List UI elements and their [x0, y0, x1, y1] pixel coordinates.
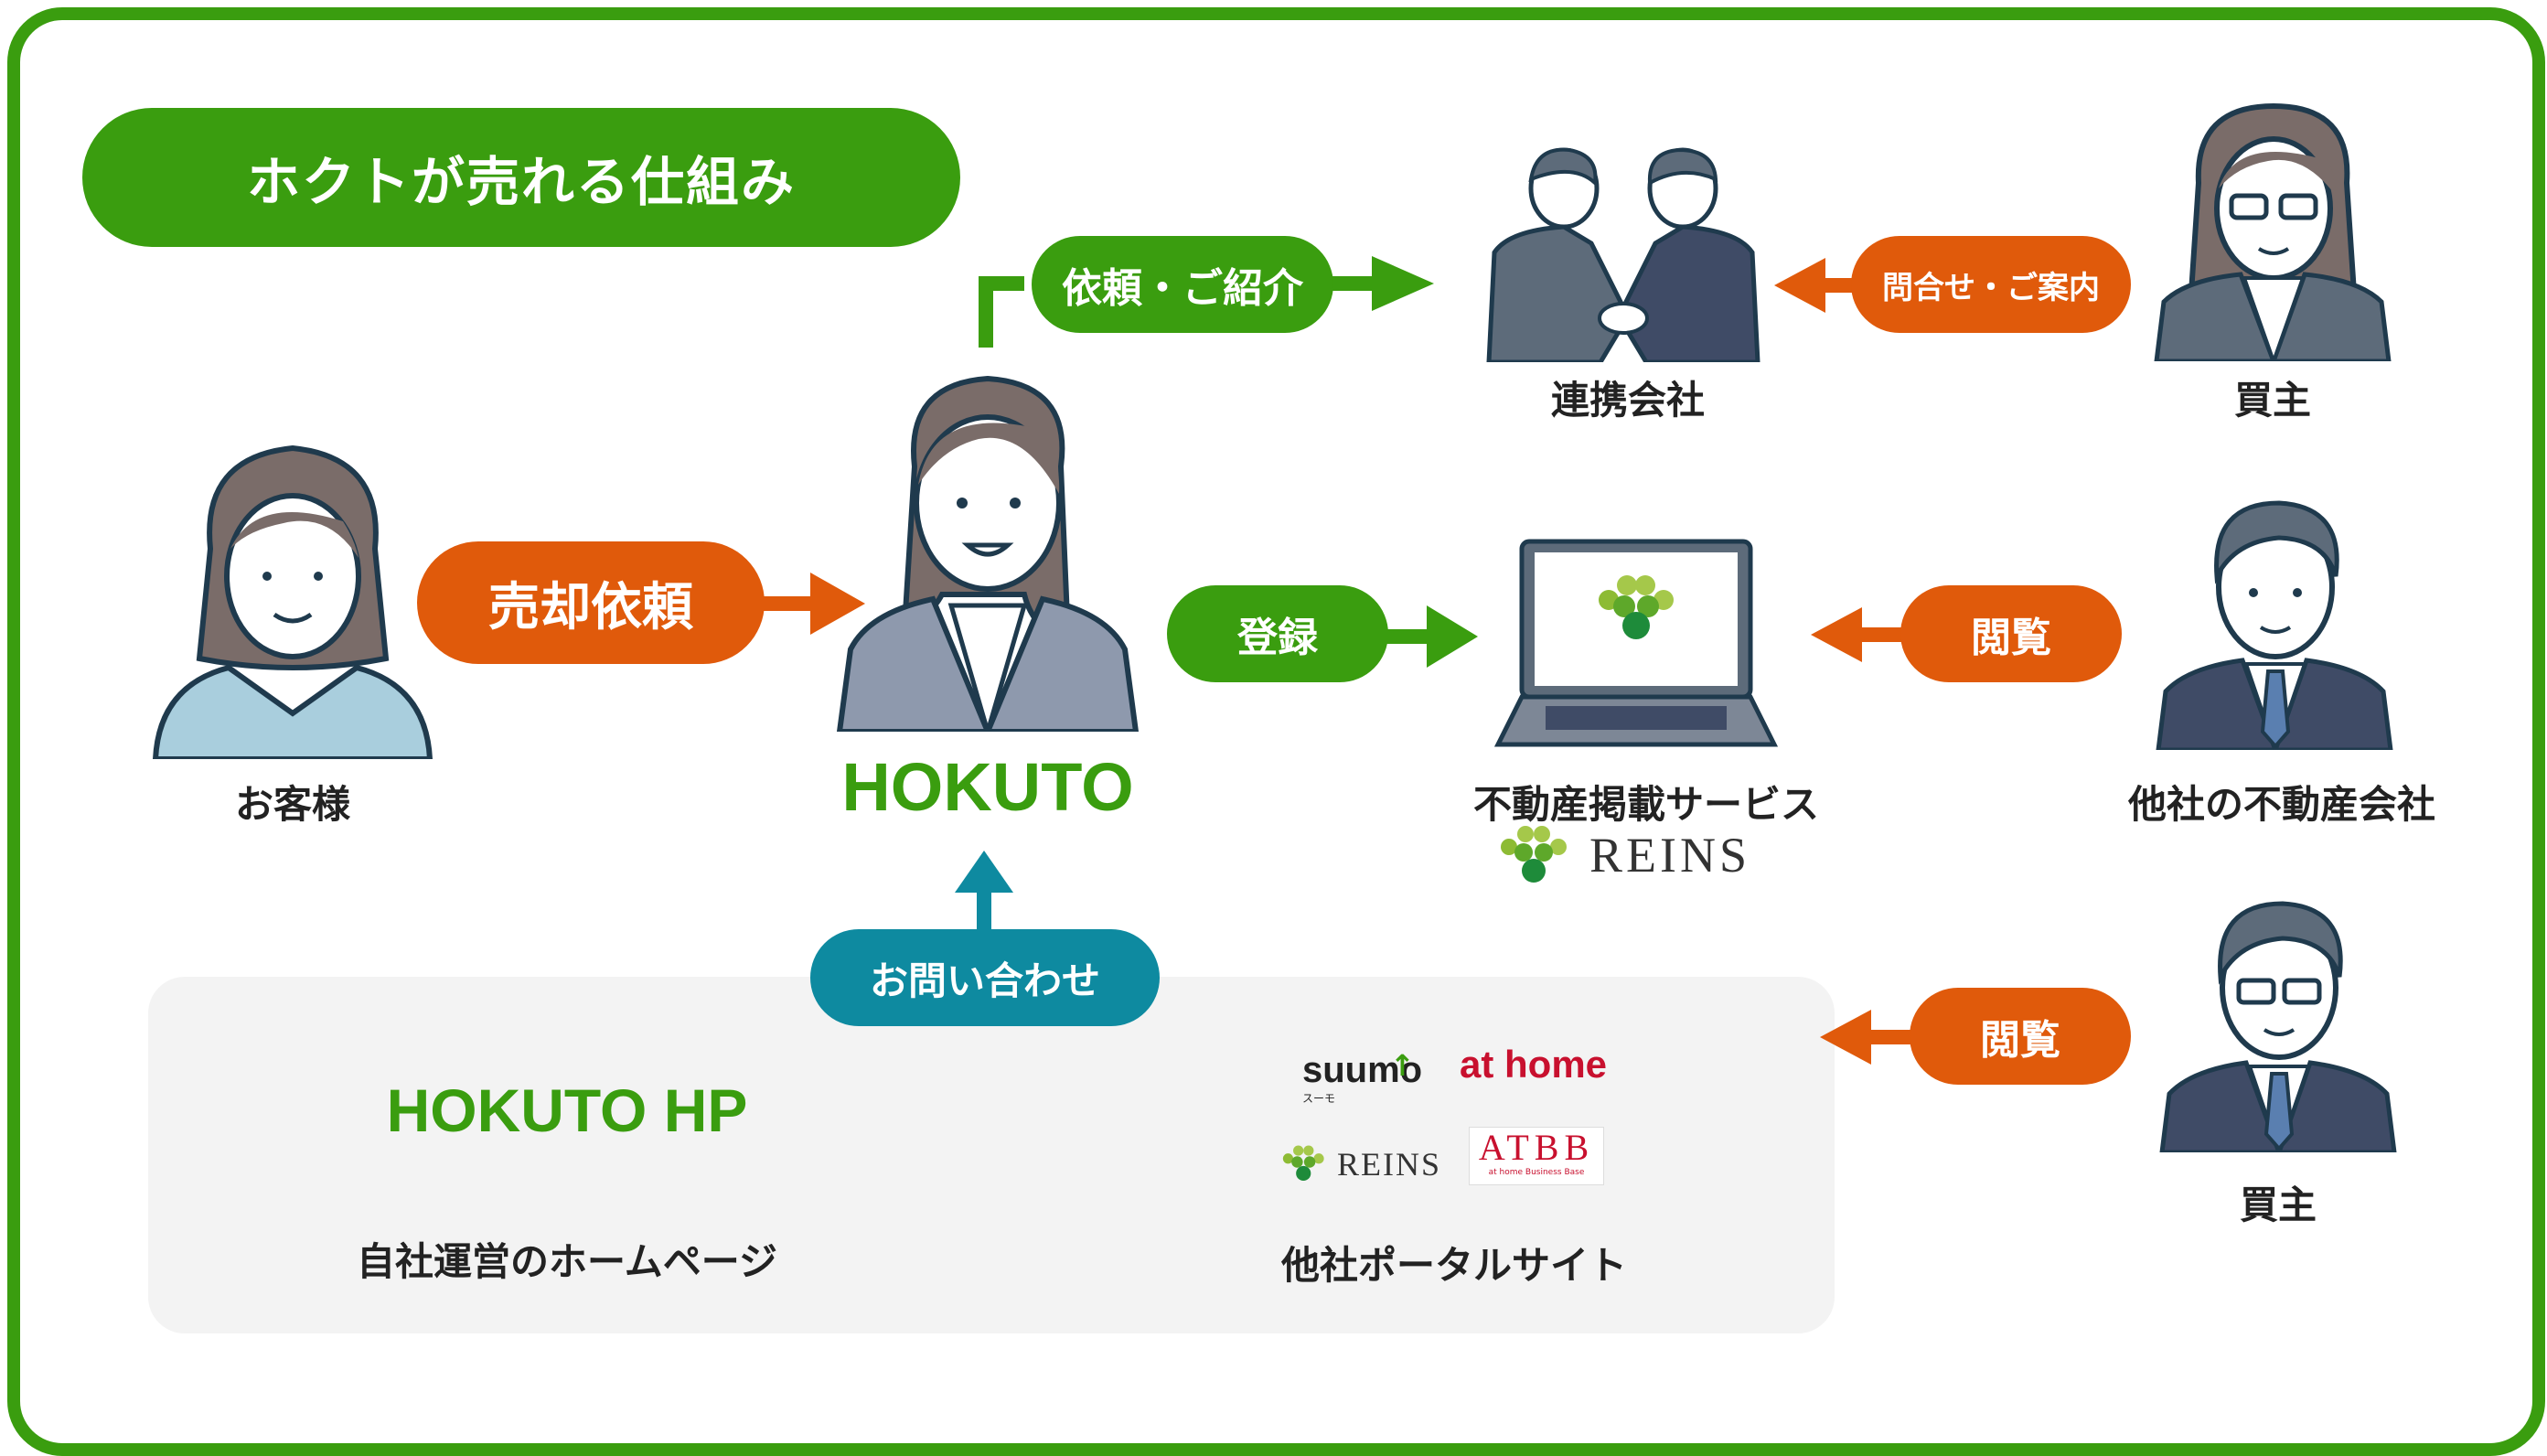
suumo-arrow-icon: ↑	[1390, 1048, 1415, 1083]
contact-arrow	[955, 851, 1013, 942]
browse-bottom-arrow	[1820, 1010, 1911, 1065]
browse-middle-label: 閲覧	[1900, 585, 2122, 682]
reins-logo-mark-icon	[1501, 826, 1567, 883]
buyer-bottom-label: 買主	[2239, 1183, 2317, 1227]
buyer-top-label: 買主	[2233, 378, 2311, 423]
customer-label: お客様	[234, 782, 350, 827]
other-agent-illustration	[2156, 500, 2393, 750]
partner-label: 連携会社	[1550, 378, 1705, 423]
inquiry-guide-label: 問合せ・ご案内	[1851, 236, 2131, 333]
browse-bottom-label: 閲覧	[1910, 988, 2131, 1085]
request-intro-label: 依頼・ご紹介	[1032, 236, 1333, 333]
hokuto-label: HOKUTO	[841, 749, 1134, 825]
listing-service-label: 不動産掲載サービス	[1472, 782, 1819, 827]
browse-middle-arrow	[1811, 607, 1902, 662]
portal-reins-logo: REINS	[1337, 1146, 1442, 1183]
customer-illustration	[152, 444, 433, 759]
atbb-subtitle: at home Business Base	[1488, 1168, 1585, 1177]
request-intro-arrow	[979, 256, 1434, 348]
portal-reins-mark-icon	[1282, 1145, 1324, 1182]
athome-logo: at home	[1460, 1043, 1608, 1086]
contact-label: お問い合わせ	[810, 929, 1160, 1026]
reins-wordmark: REINS	[1589, 828, 1751, 883]
atbb-logo: ATBB	[1478, 1127, 1595, 1168]
atbb-logo-box: ATBB at home Business Base	[1469, 1127, 1604, 1185]
partner-handshake-illustration	[1486, 147, 1760, 362]
buyer-bottom-illustration	[2159, 901, 2397, 1152]
register-arrow	[1383, 605, 1478, 668]
diagram-title: ホクトが売れる仕組み	[82, 108, 960, 247]
other-agent-label: 他社の不動産会社	[2127, 782, 2435, 827]
suumo-kana: スーモ	[1302, 1092, 1336, 1105]
portal-caption: 他社ポータルサイト	[1280, 1243, 1627, 1288]
sale-request-label: 売却依頼	[417, 541, 765, 664]
register-label: 登録	[1167, 585, 1388, 682]
suumo-logo: suumo	[1302, 1050, 1423, 1090]
hokuto-hp-title: HOKUTO HP	[386, 1076, 748, 1144]
buyer-top-illustration	[2154, 102, 2392, 361]
hokuto-agent-illustration	[836, 375, 1140, 732]
laptop-illustration	[1494, 539, 1778, 747]
hokuto-hp-caption: 自社運営のホームページ	[357, 1239, 777, 1284]
reins-logo-icon	[1599, 575, 1674, 639]
sale-request-arrow	[763, 573, 865, 635]
